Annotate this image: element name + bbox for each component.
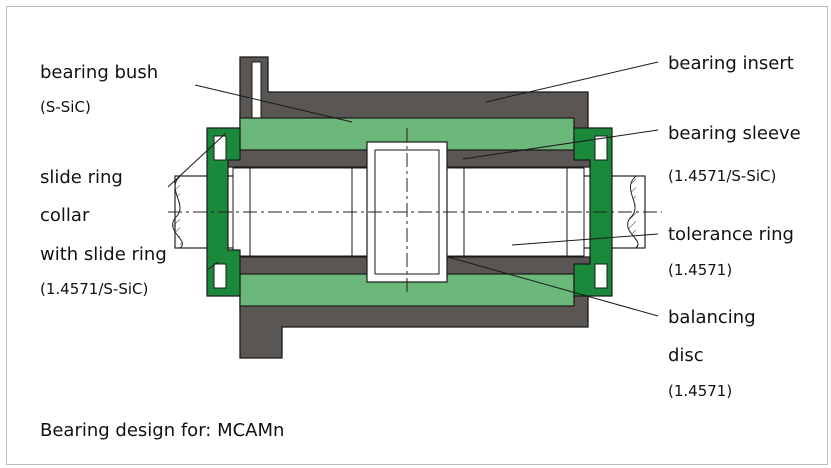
- label-slide-ring-material: (1.4571/S-SiC): [40, 280, 148, 298]
- label-bearing-bush: bearing bush: [40, 62, 158, 83]
- label-bearing-sleeve-material: (1.4571/S-SiC): [668, 167, 776, 185]
- label-slide-ring-line3: with slide ring: [40, 244, 167, 265]
- label-bearing-insert: bearing insert: [668, 53, 794, 74]
- label-bearing-sleeve: bearing sleeve: [668, 123, 801, 144]
- label-tolerance-ring-material: (1.4571): [668, 261, 732, 279]
- diagram-caption: Bearing design for: MCAMn: [40, 420, 284, 441]
- label-balancing-line2: disc: [668, 345, 704, 366]
- label-slide-ring-line1: slide ring: [40, 167, 123, 188]
- leader-lines: [167, 61, 659, 317]
- label-tolerance-ring: tolerance ring: [668, 224, 794, 245]
- label-slide-ring-line2: collar: [40, 205, 90, 226]
- label-bearing-bush-material: (S-SiC): [40, 98, 91, 116]
- label-balancing-line1: balancing: [668, 307, 756, 328]
- label-balancing-material: (1.4571): [668, 382, 732, 400]
